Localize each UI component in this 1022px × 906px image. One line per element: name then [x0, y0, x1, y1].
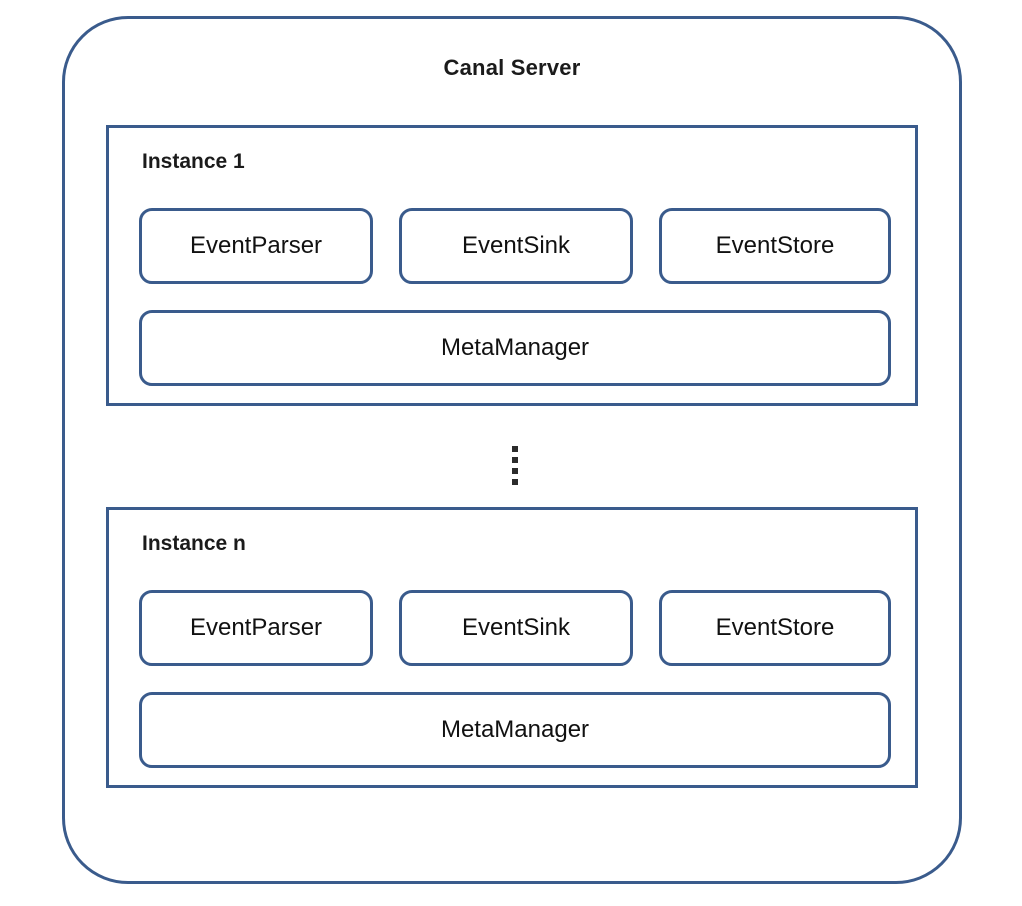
component-eventsink-1: EventSink [399, 208, 633, 284]
instance-label-1: Instance 1 [142, 150, 245, 173]
instance-container-n: Instance n EventParser EventSink EventSt… [106, 507, 918, 788]
component-eventsink-n: EventSink [399, 590, 633, 666]
vertical-ellipsis-icon [512, 446, 520, 486]
instance-container-1: Instance 1 EventParser EventSink EventSt… [106, 125, 918, 406]
component-eventstore-1: EventStore [659, 208, 891, 284]
component-eventparser-n: EventParser [139, 590, 373, 666]
ellipsis-dot [512, 457, 518, 463]
component-eventparser-1: EventParser [139, 208, 373, 284]
component-metamanager-1: MetaManager [139, 310, 891, 386]
ellipsis-dot [512, 446, 518, 452]
component-eventstore-n: EventStore [659, 590, 891, 666]
ellipsis-dot [512, 479, 518, 485]
instance-label-n: Instance n [142, 532, 246, 555]
ellipsis-dot [512, 468, 518, 474]
canal-server-title: Canal Server [443, 55, 581, 80]
component-metamanager-n: MetaManager [139, 692, 891, 768]
